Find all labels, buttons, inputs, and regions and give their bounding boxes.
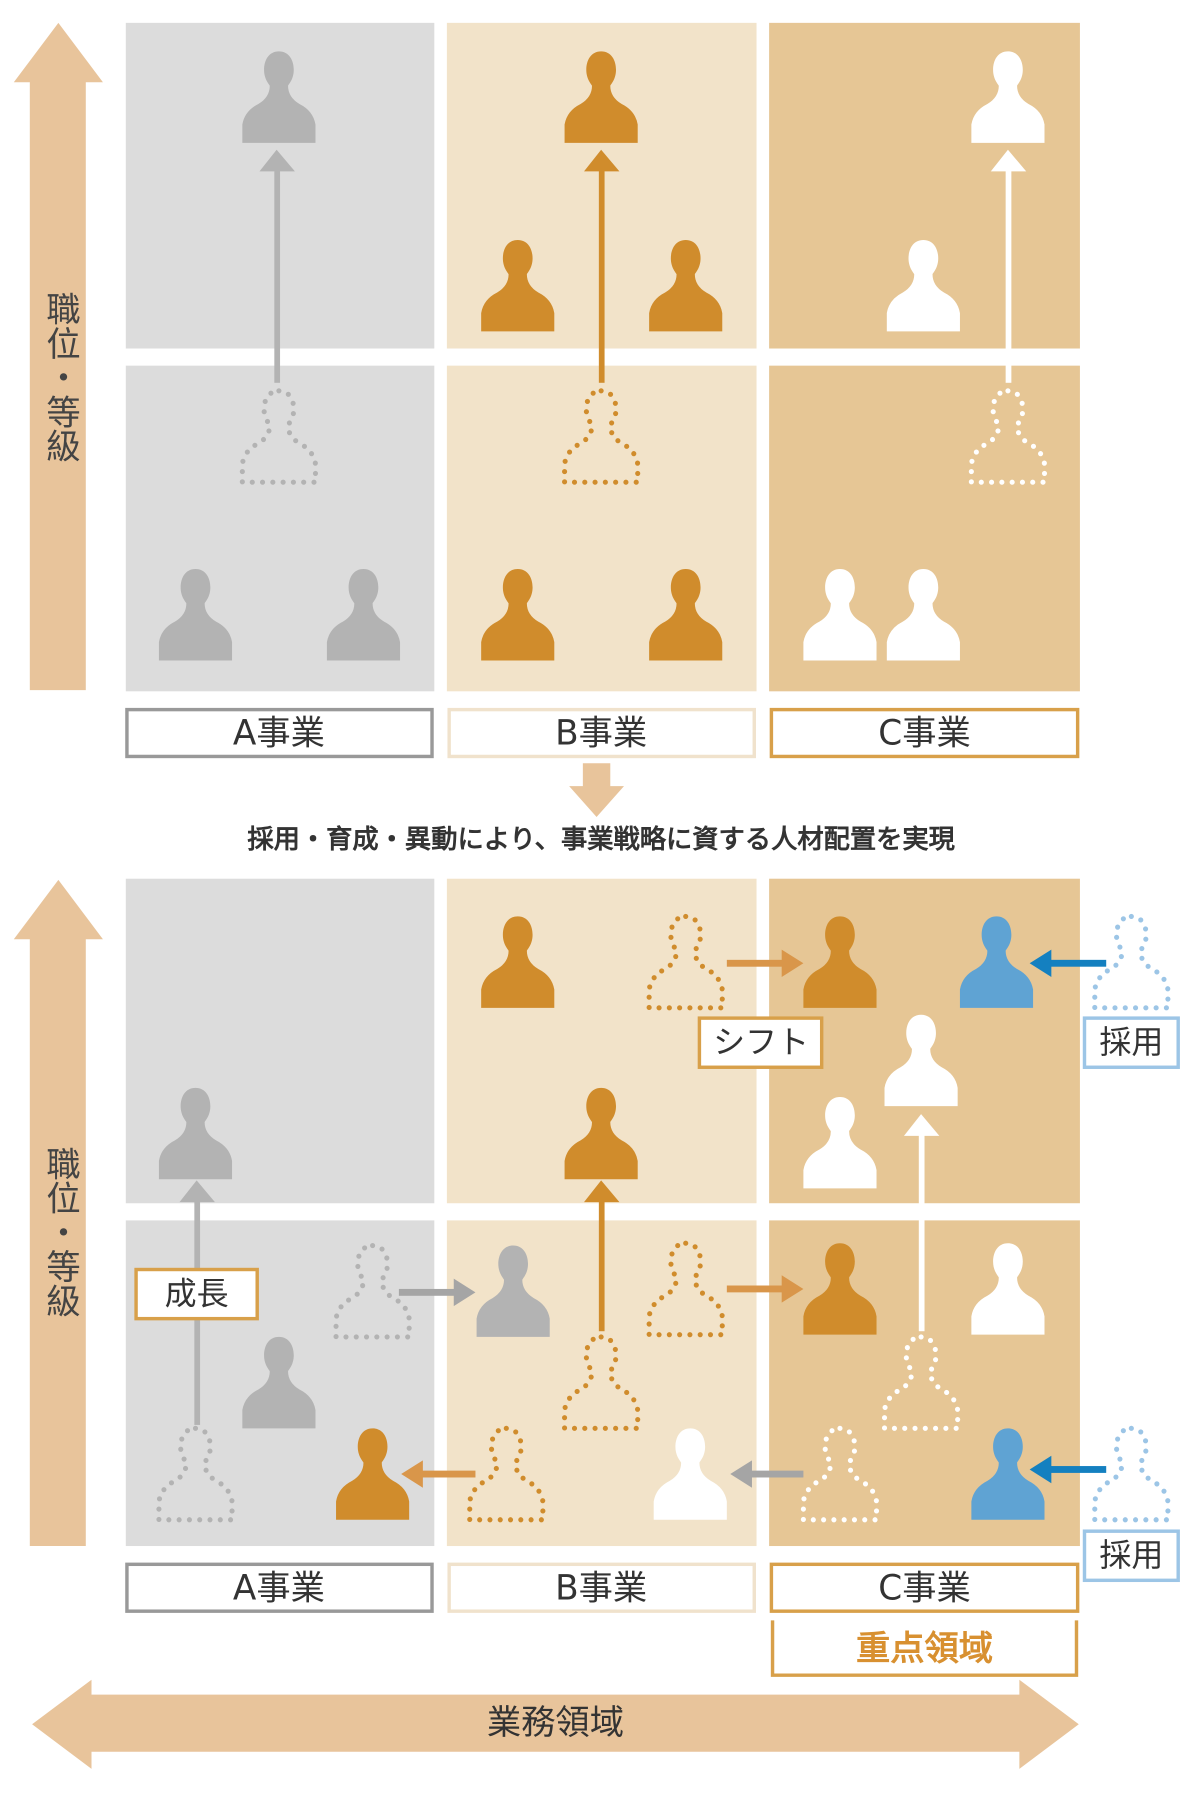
label-a: A事業	[233, 1568, 325, 1608]
hire-arrow	[1029, 1455, 1107, 1484]
shift-arrow	[726, 1275, 804, 1303]
hire-arrow	[1029, 949, 1107, 977]
promotion-arrow	[903, 1114, 940, 1332]
label-c: C事業	[878, 1568, 970, 1608]
shift-tag-box	[697, 1016, 824, 1069]
dotted-person-icon	[1095, 1428, 1168, 1519]
focus-area-label: 重点領域	[856, 1629, 993, 1669]
growth-tag: 成長	[165, 1275, 229, 1313]
shift-arrow	[726, 949, 804, 977]
before-section: 職位・等級 A事業 B事業 C事業	[13, 22, 1080, 759]
label-c-box	[769, 707, 1080, 759]
vertical-axis-label: 職位・等級	[40, 1146, 80, 1317]
hire-tag-box	[1082, 1016, 1180, 1069]
label-c: C事業	[878, 714, 970, 754]
vertical-axis-label: 職位・等級	[40, 291, 80, 462]
label-a-box	[125, 1562, 434, 1613]
horizontal-axis-label: 業務領域	[487, 1703, 624, 1743]
label-b-box	[447, 707, 756, 759]
transfer-arrow	[398, 1278, 476, 1307]
transfer-arrow	[401, 1460, 476, 1488]
hire-tag: 採用	[1099, 1536, 1163, 1574]
transfer-arrow	[730, 1460, 804, 1488]
focus-area-box	[770, 1620, 1079, 1677]
after-section: 職位・等級 シフト 採用	[13, 878, 1180, 1677]
label-b-box	[447, 1562, 756, 1613]
label-a: A事業	[233, 714, 325, 754]
label-c-box	[769, 1562, 1080, 1613]
vertical-axis-arrow	[13, 879, 103, 1547]
promotion-arrow	[584, 1180, 620, 1332]
growth-tag-box	[134, 1267, 259, 1321]
horizontal-axis-arrow	[32, 1679, 1079, 1769]
label-b: B事業	[555, 1568, 647, 1608]
label-b: B事業	[555, 714, 647, 754]
hire-tag: 採用	[1099, 1023, 1163, 1061]
down-arrow	[569, 763, 624, 818]
label-a-box	[125, 707, 434, 759]
hire-tag-box	[1082, 1529, 1180, 1583]
caption: 採用・育成・異動により、事業戦略に資する人材配置を実現	[247, 824, 955, 855]
promotion-arrow	[990, 149, 1027, 383]
promotion-arrow	[259, 149, 295, 383]
vertical-axis-arrow	[13, 22, 103, 691]
promotion-arrow	[584, 149, 620, 383]
shift-tag: シフト	[713, 1023, 809, 1061]
